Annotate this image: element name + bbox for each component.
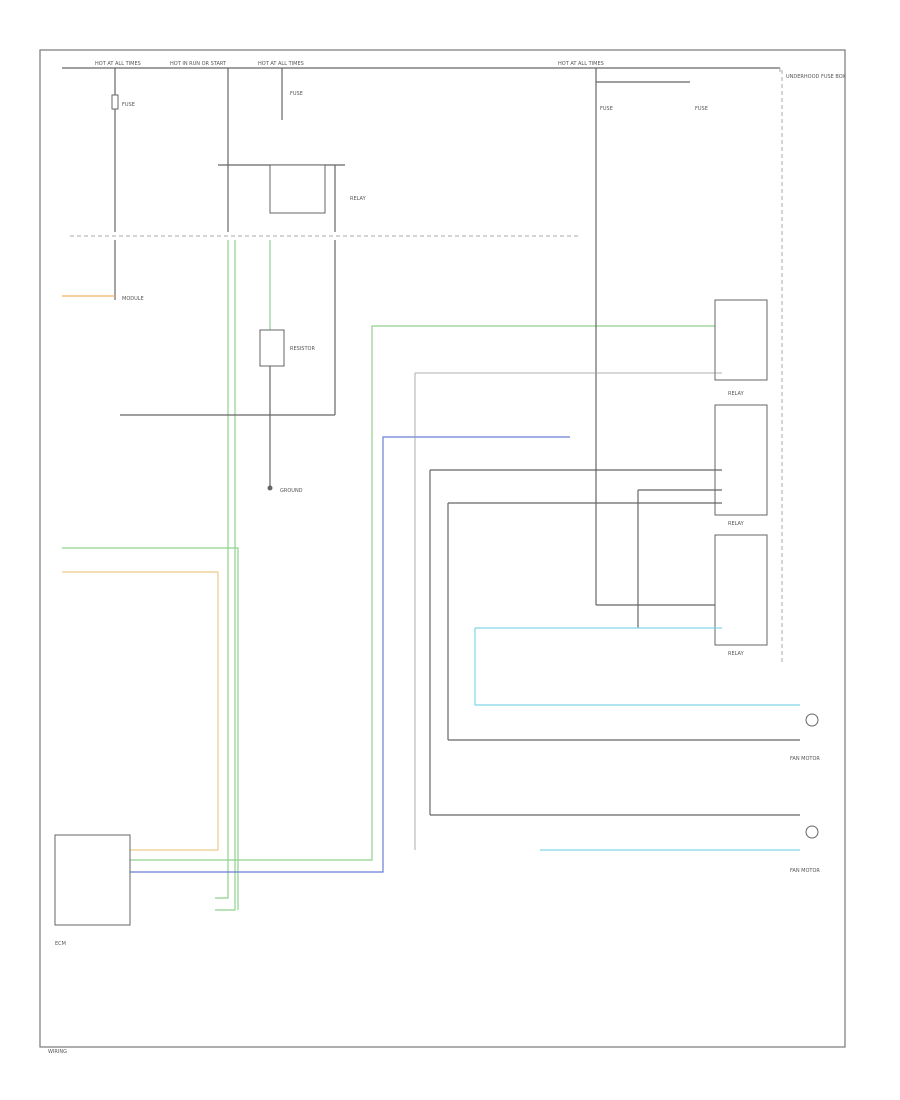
left-module-box	[54, 834, 131, 926]
label-relay-3: RELAY	[728, 651, 745, 657]
label-ecm: ECM	[55, 941, 66, 947]
label-fuse-right-a: FUSE	[600, 106, 613, 112]
fan-motor-1	[805, 713, 819, 727]
label-underhood-box: UNDERHOOD FUSE BOX	[786, 74, 846, 80]
fan-motor-2	[805, 825, 819, 839]
label-fuse-right-b: FUSE	[695, 106, 708, 112]
resistor-module	[259, 329, 285, 367]
label-fuse-left: FUSE	[122, 102, 135, 108]
label-ground: GROUND	[280, 488, 303, 494]
diagram-frame	[39, 49, 846, 1048]
green-wire-ignition	[215, 240, 229, 899]
label-relay-top: RELAY	[350, 196, 367, 202]
label-module-left: MODULE	[122, 296, 144, 302]
ground-node	[267, 485, 273, 491]
green-wire-ignition-b	[215, 240, 236, 911]
relay-3-box	[714, 534, 768, 646]
left-fuse-element	[111, 94, 119, 110]
label-hot-run-start: HOT IN RUN OR START	[170, 61, 227, 67]
cyan-wire-fan	[474, 628, 800, 706]
label-relay-1: RELAY	[728, 391, 745, 397]
label-resistor: RESISTOR	[290, 346, 315, 352]
label-hot-all-times-right: HOT AT ALL TIMES	[558, 61, 604, 67]
relay-2-box	[714, 404, 768, 516]
label-hot-all-times-left: HOT AT ALL TIMES	[95, 61, 141, 67]
green-wire-module	[62, 547, 239, 910]
label-footer: WIRING	[48, 1049, 67, 1055]
yellow-wire-module	[62, 571, 219, 851]
blue-wire-to-relay	[130, 436, 570, 873]
label-fan-motor-2: FAN MOTOR	[790, 868, 820, 874]
green-wire-to-relay	[130, 325, 730, 861]
label-fan-motor-1: FAN MOTOR	[790, 756, 820, 762]
relay-top-box	[269, 164, 326, 214]
label-hot-all-times-mid: HOT AT ALL TIMES	[258, 61, 304, 67]
label-relay-2: RELAY	[728, 521, 745, 527]
relay-1-box	[714, 299, 768, 381]
label-fuse-mid: FUSE	[290, 91, 303, 97]
